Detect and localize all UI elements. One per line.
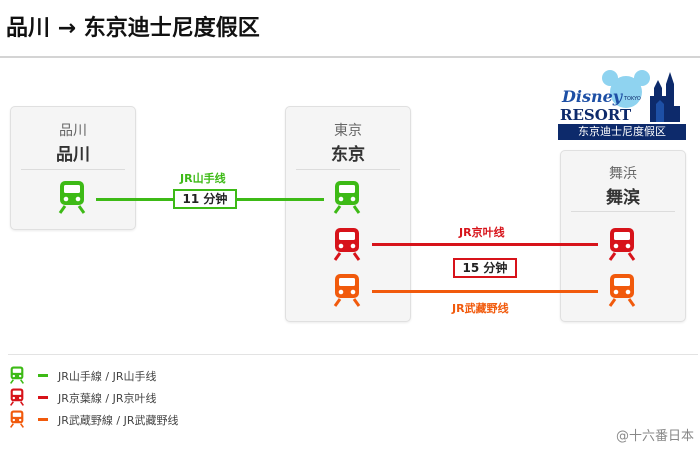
legend-label: JR武蔵野線 / JR武藏野线 bbox=[58, 414, 179, 427]
train-icon bbox=[10, 410, 24, 428]
musashino-line-label: JR武藏野线 bbox=[452, 302, 509, 315]
title-divider bbox=[0, 56, 700, 58]
logo-resort-text: RESORT bbox=[560, 106, 632, 124]
train-icon bbox=[333, 228, 361, 261]
train-icon bbox=[10, 388, 24, 406]
train-icon bbox=[58, 181, 86, 214]
legend-label: JR山手線 / JR山手线 bbox=[58, 370, 157, 383]
legend-line-swatch bbox=[38, 418, 48, 421]
keiyo-line-label: JR京叶线 bbox=[459, 226, 505, 239]
station-name-jp: 舞浜 bbox=[609, 166, 637, 182]
card-divider bbox=[21, 169, 125, 170]
station-name-cn: 东京 bbox=[331, 145, 365, 165]
page-title: 品川 → 东京迪士尼度假区 bbox=[6, 16, 260, 41]
legend-line-swatch bbox=[38, 374, 48, 377]
musashino-line bbox=[372, 290, 598, 293]
keiyo-line bbox=[372, 243, 598, 246]
train-icon bbox=[10, 366, 24, 384]
train-icon bbox=[333, 274, 361, 307]
legend-line-swatch bbox=[38, 396, 48, 399]
station-name-jp: 品川 bbox=[59, 123, 87, 139]
train-icon bbox=[333, 181, 361, 214]
legend-divider bbox=[8, 354, 698, 355]
train-icon bbox=[608, 228, 636, 261]
train-icon bbox=[608, 274, 636, 307]
station-name-jp: 東京 bbox=[334, 123, 362, 139]
watermark: @十六番日本 bbox=[615, 429, 694, 444]
logo-tokyo-text: TOKYO bbox=[623, 96, 641, 102]
legend-label: JR京葉線 / JR京叶线 bbox=[58, 392, 157, 405]
yamanote-time-box: 11 分钟 bbox=[173, 189, 237, 209]
keiyo-musashino-time-box: 15 分钟 bbox=[453, 258, 517, 278]
card-divider bbox=[571, 211, 675, 212]
yamanote-line-label: JR山手线 bbox=[180, 172, 226, 185]
card-divider bbox=[296, 169, 400, 170]
logo-caption-band: 东京迪士尼度假区 bbox=[558, 124, 686, 140]
station-card-shinagawa: 品川 品川 bbox=[10, 106, 136, 230]
logo-disney-text: Disney bbox=[561, 87, 624, 106]
station-name-cn: 舞滨 bbox=[606, 188, 640, 208]
castle-logo-graphic: Disney TOKYO RESORT bbox=[560, 70, 680, 124]
tokyo-disney-resort-logo: Disney TOKYO RESORT 东京迪士尼度假区 bbox=[558, 66, 686, 140]
station-name-cn: 品川 bbox=[56, 145, 90, 165]
